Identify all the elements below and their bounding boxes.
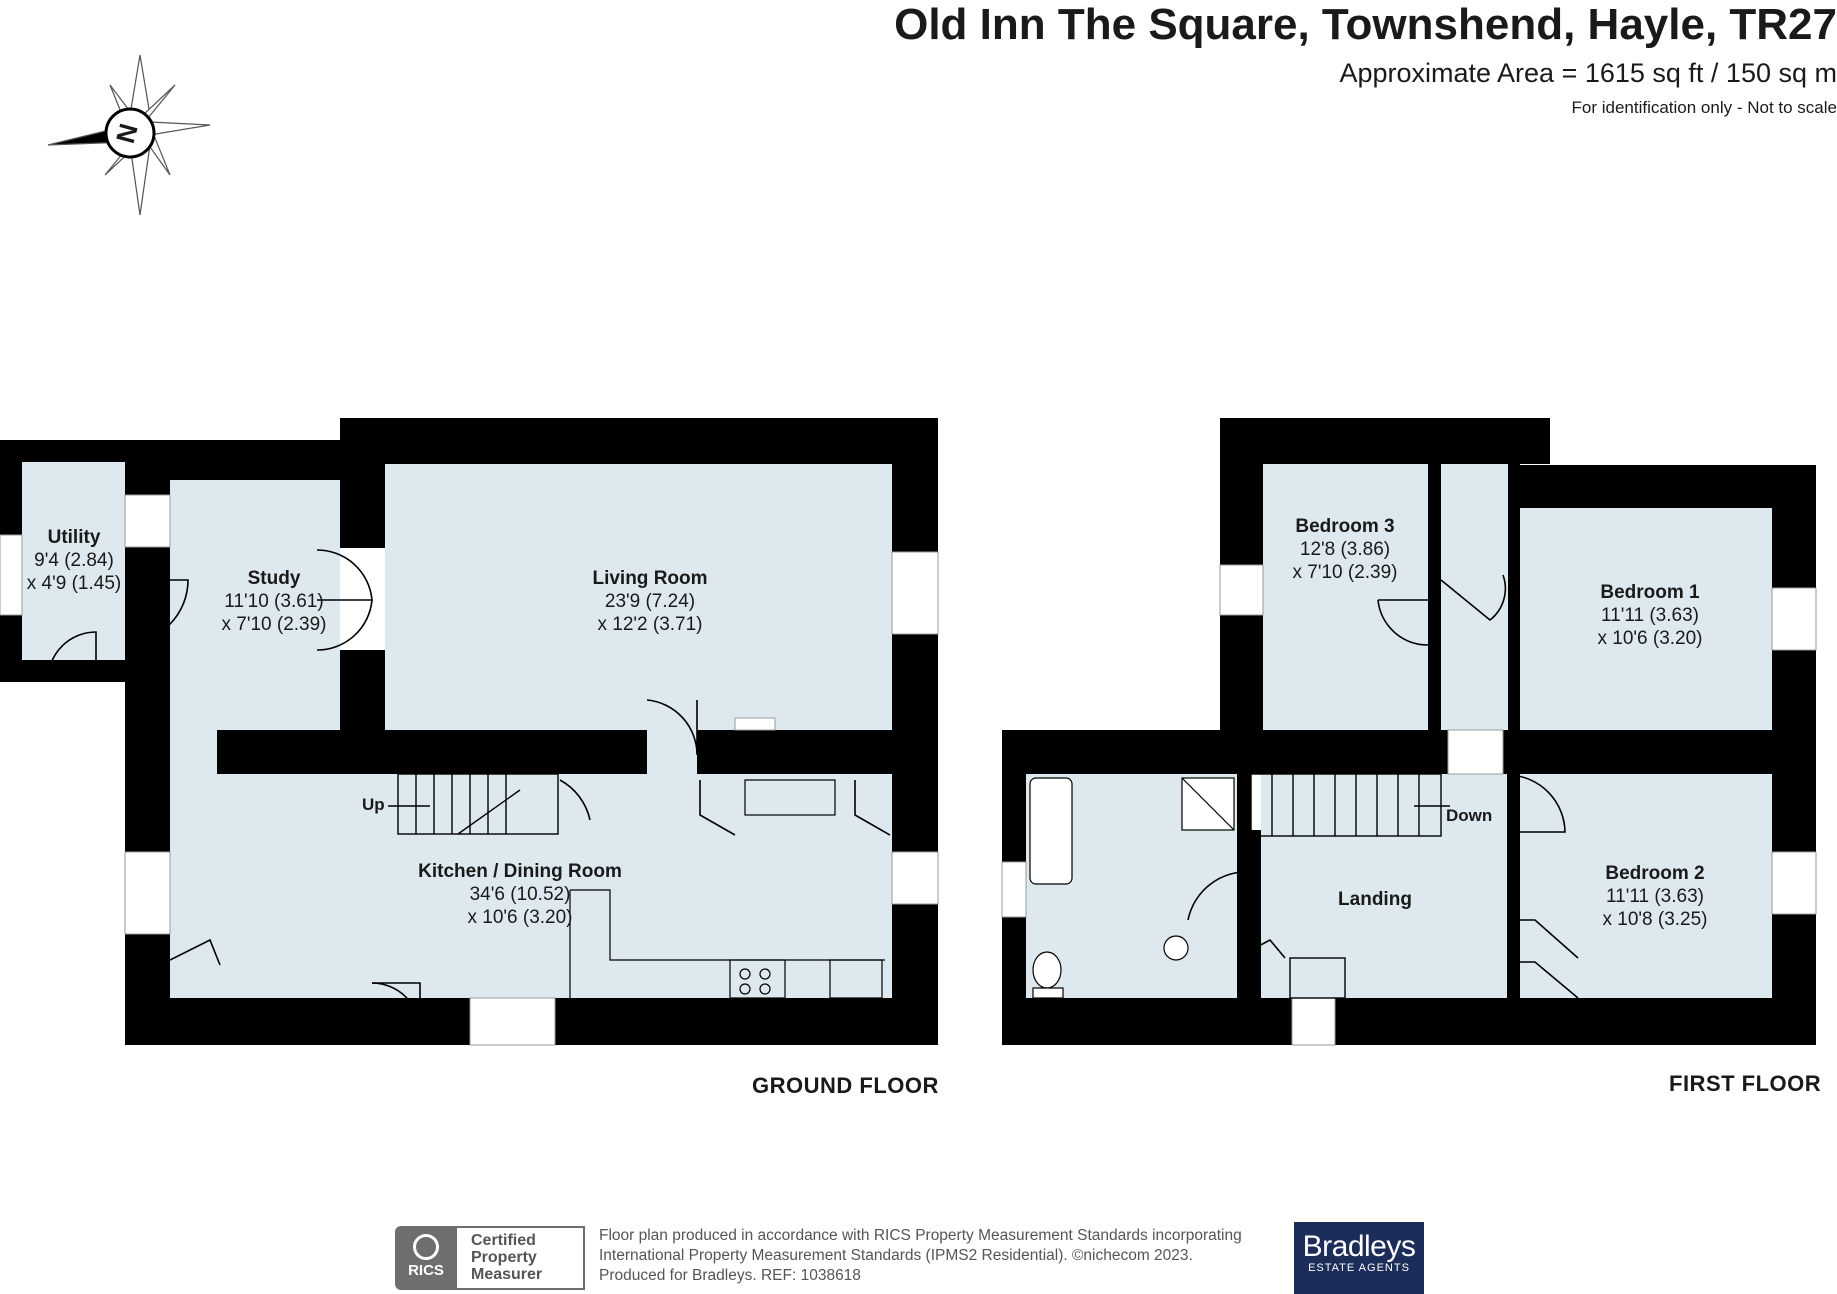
compass-rose-icon [47, 54, 211, 216]
footer-disclaimer: Floor plan produced in accordance with R… [599, 1227, 1242, 1284]
room-label-landing: Landing [1338, 889, 1412, 910]
rics-logo: RICS [395, 1226, 457, 1290]
ground-floor-plan [0, 418, 939, 1046]
first-floor-label: FIRST FLOOR [1669, 1071, 1822, 1096]
room-label-bedroom-2: Bedroom 2 11'11 (3.63) x 10'8 (3.25) [1602, 863, 1708, 930]
ground-floor-label: GROUND FLOOR [752, 1073, 939, 1098]
room-label-bedroom-1: Bedroom 1 11'11 (3.63) x 10'6 (3.20) [1597, 582, 1703, 649]
room-label-utility: Utility 9'4 (2.84) x 4'9 (1.45) [26, 527, 122, 594]
approximate-area: Approximate Area = 1615 sq ft / 150 sq m [1339, 58, 1837, 88]
room-label-study: Study 11'10 (3.61) x 7'10 (2.39) [221, 568, 327, 635]
identification-note: For identification only - Not to scale [1571, 98, 1837, 117]
room-label-kitchen-dining: Kitchen / Dining Room 34'6 (10.52) x 10'… [418, 861, 622, 928]
room-label-bedroom-3: Bedroom 3 12'8 (3.86) x 7'10 (2.39) [1292, 516, 1398, 583]
bradleys-logo: Bradleys ESTATE AGENTS [1294, 1222, 1424, 1294]
property-title: Old Inn The Square, Townshend, Hayle, TR… [894, 0, 1837, 49]
first-floor-plan [1001, 418, 1817, 1046]
rics-certified-badge: Certified Property Measurer [457, 1226, 585, 1290]
rics-lion-icon [413, 1234, 439, 1260]
stairs-down-label: Down [1446, 806, 1493, 825]
room-label-living-room: Living Room 23'9 (7.24) x 12'2 (3.71) [592, 568, 708, 635]
stairs-up-label: Up [362, 795, 385, 814]
